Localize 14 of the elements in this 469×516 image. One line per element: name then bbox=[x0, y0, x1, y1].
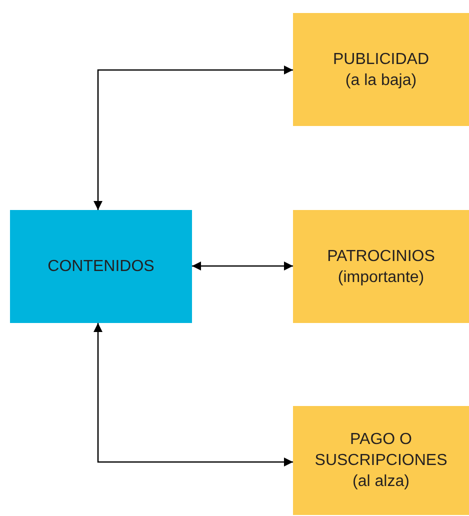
box-note: (importante) bbox=[338, 268, 424, 288]
box-note: (al alza) bbox=[352, 472, 410, 492]
revenue-box bbox=[293, 13, 469, 126]
double-arrow bbox=[94, 66, 293, 210]
box-title: CONTENIDOS bbox=[48, 257, 154, 277]
content-box bbox=[10, 210, 192, 323]
revenue-box bbox=[293, 210, 469, 323]
revenue-box bbox=[293, 406, 469, 515]
double-arrow bbox=[94, 323, 293, 466]
box-note: (a la baja) bbox=[345, 70, 417, 90]
box-title: PUBLICIDAD bbox=[332, 50, 430, 70]
double-arrow bbox=[192, 262, 293, 270]
box-title: PAGO O SUSCRIPCIONES bbox=[314, 430, 448, 471]
box-title: PATROCINIOS bbox=[327, 246, 435, 266]
